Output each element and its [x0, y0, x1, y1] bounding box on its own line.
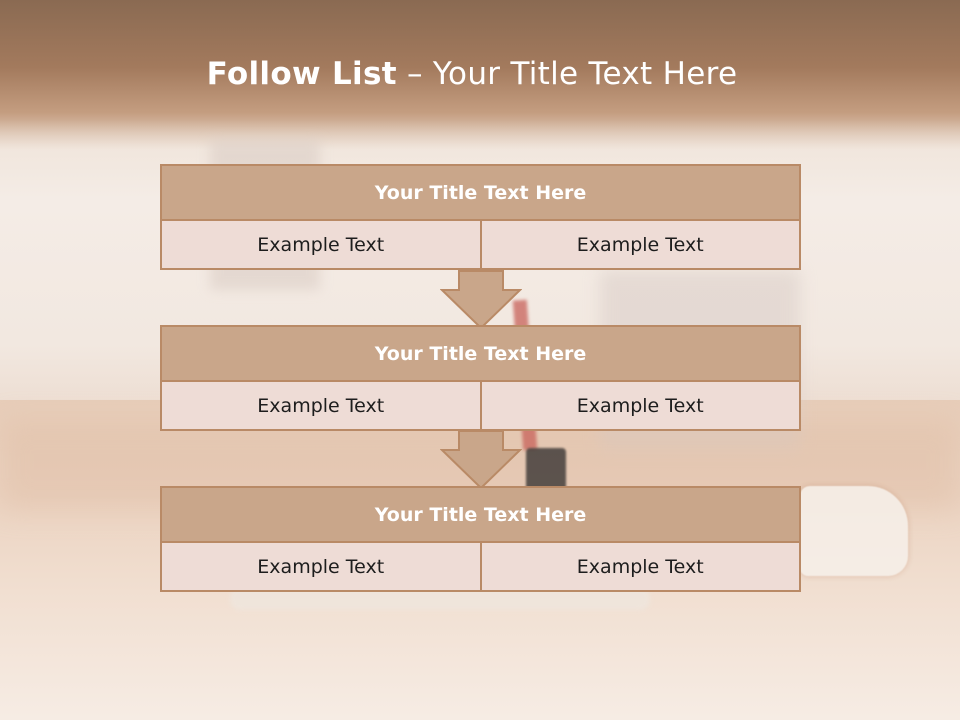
step-header[interactable]: Your Title Text Here [160, 486, 801, 543]
step-block-2: Your Title Text Here Example Text Exampl… [160, 325, 801, 431]
step-row: Example Text Example Text [160, 382, 801, 431]
step-cell-right[interactable]: Example Text [479, 382, 800, 429]
step-block-3: Your Title Text Here Example Text Exampl… [160, 486, 801, 592]
mop-head [800, 486, 908, 576]
down-arrow-icon [440, 430, 522, 490]
step-cell-left[interactable]: Example Text [257, 394, 385, 417]
step-row: Example Text Example Text [160, 543, 801, 592]
slide-title: Follow List – Your Title Text Here [0, 56, 944, 92]
mop-base [526, 448, 566, 492]
step-row: Example Text Example Text [160, 221, 801, 270]
step-cell-left[interactable]: Example Text [257, 233, 385, 256]
down-arrow-icon [440, 270, 522, 330]
step-cell-right[interactable]: Example Text [479, 543, 800, 590]
step-cell-right[interactable]: Example Text [479, 221, 800, 268]
step-header[interactable]: Your Title Text Here [160, 325, 801, 382]
step-header[interactable]: Your Title Text Here [160, 164, 801, 221]
mop-fringe [230, 588, 650, 610]
step-block-1: Your Title Text Here Example Text Exampl… [160, 164, 801, 270]
slide-title-bold: Follow List [206, 56, 397, 92]
step-cell-left[interactable]: Example Text [257, 555, 385, 578]
slide-title-rest: – Your Title Text Here [396, 56, 738, 92]
